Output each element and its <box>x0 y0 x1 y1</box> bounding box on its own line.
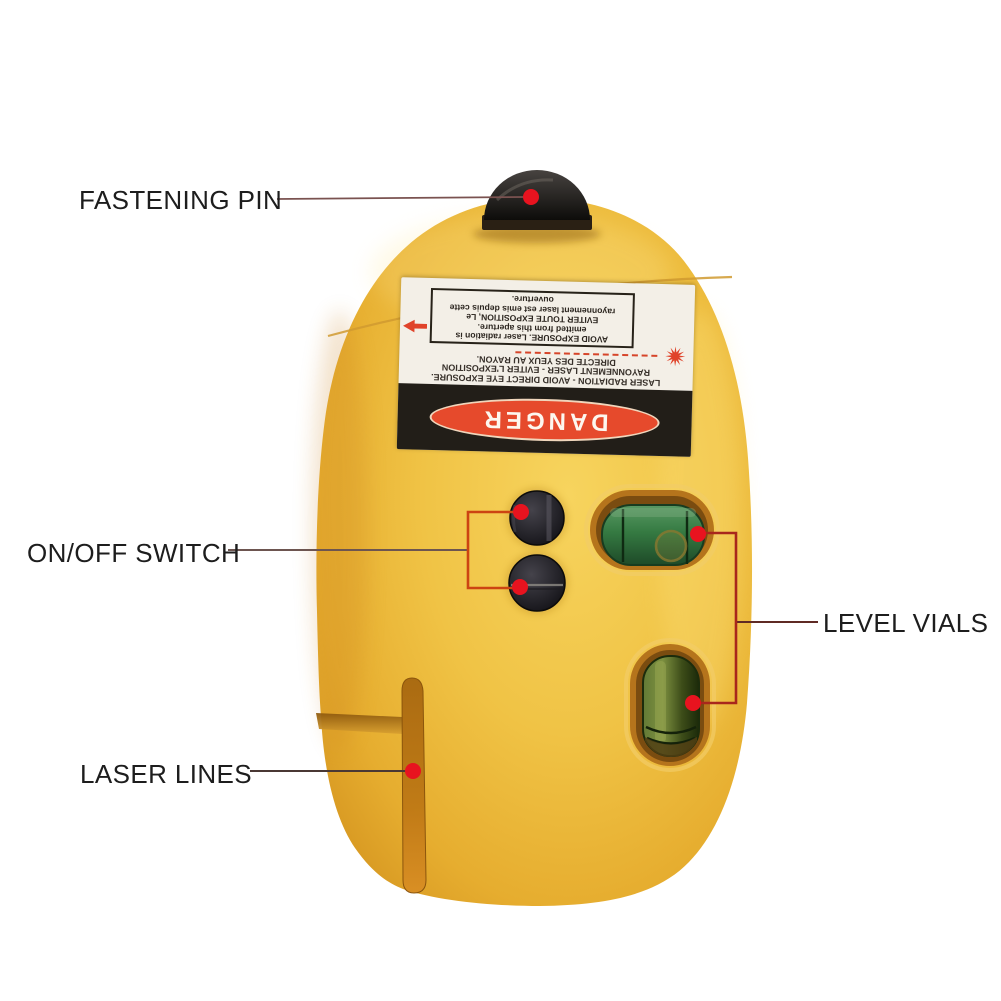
danger-badge: DANGER <box>429 395 661 444</box>
on-off-switch-marker-dot-bottom <box>512 579 528 595</box>
label-fastening-pin: FASTENING PIN <box>79 185 283 215</box>
direction-arrow-icon <box>403 318 427 334</box>
level-vial-vertical <box>624 638 716 772</box>
on-off-switch-marker-dot-top <box>513 504 529 520</box>
level-vials-marker-dot-bottom <box>685 695 701 711</box>
label-on-off-switch: ON/OFF SWITCH <box>27 538 241 568</box>
fastening-pin-marker-dot <box>523 189 539 205</box>
callout-leaders <box>228 189 818 779</box>
on-off-switch-bracket <box>466 510 516 590</box>
aperture-warning-box: AVOID EXPOSURE. Laser radiation is emitt… <box>429 287 635 349</box>
level-vial-horizontal <box>584 484 720 576</box>
laser-line-slot <box>316 677 427 894</box>
level-vials-marker-dot-top <box>690 526 706 542</box>
level-vials-bracket <box>697 531 738 705</box>
laser-warning-text: LASER RADIATION - AVOID DIRECT EYE EXPOS… <box>399 351 694 388</box>
danger-band: DANGER <box>396 383 693 457</box>
fastening-pin <box>473 170 601 243</box>
laser-lines-marker-dot <box>405 763 421 779</box>
label-laser-lines: LASER LINES <box>80 759 253 789</box>
fastening-pin-leader-line <box>276 196 525 200</box>
laser-starburst-icon <box>665 346 686 367</box>
warning-label-sticker: DANGER LASER RADIATION - AVOID DIRECT EY… <box>396 277 696 457</box>
label-level-vials: LEVEL VIALS <box>823 608 989 638</box>
on-off-switch-knob-bottom <box>506 552 568 614</box>
